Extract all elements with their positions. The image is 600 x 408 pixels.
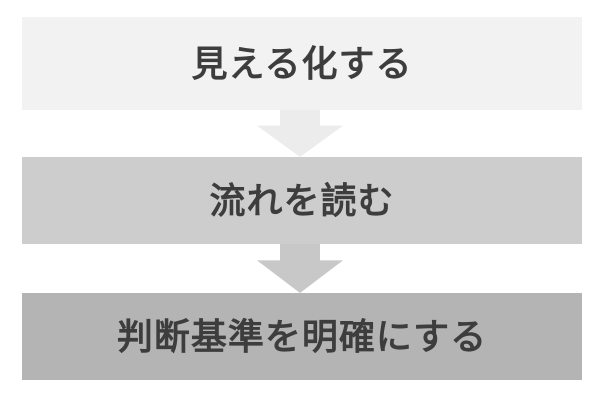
step-box-clarify-criteria: 判断基準を明確にする (22, 293, 582, 380)
down-arrow-icon (257, 244, 343, 293)
step-label-read-flow: 流れを読む (209, 179, 395, 221)
down-arrow-icon (257, 110, 343, 157)
down-arrow-shape (257, 110, 343, 157)
step-box-read-flow: 流れを読む (22, 157, 582, 244)
step-box-visualize: 見える化する (22, 17, 582, 110)
down-arrow-shape (257, 244, 343, 293)
step-label-clarify-criteria: 判断基準を明確にする (116, 315, 488, 357)
step-label-visualize: 見える化する (191, 42, 413, 84)
